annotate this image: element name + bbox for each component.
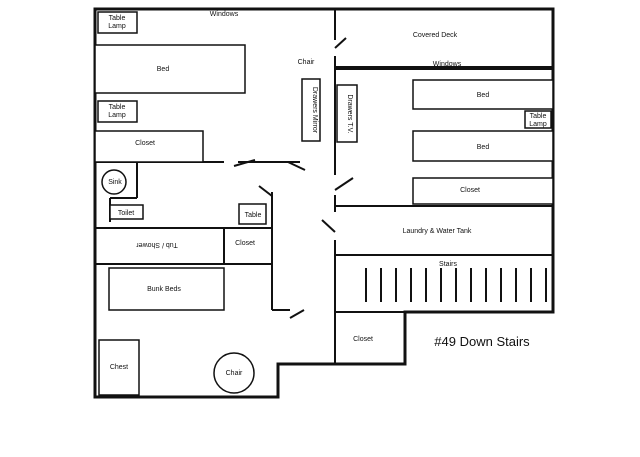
label: Tub / Shower (136, 241, 178, 248)
label: Laundry & Water Tank (403, 228, 472, 235)
bed-right-top (412, 79, 554, 110)
door-swing (334, 37, 347, 49)
label: Chest (110, 364, 128, 371)
table (238, 203, 267, 225)
door-swing (258, 185, 273, 197)
closet-left (94, 130, 204, 163)
closet-right (412, 177, 554, 205)
label: Bunk Beds (147, 286, 181, 293)
label: Chair (226, 370, 243, 377)
table-lamp-mid (97, 100, 138, 123)
table-lamp-right (524, 110, 552, 129)
label: Covered Deck (413, 32, 458, 39)
label: Bed (477, 92, 490, 99)
label: Windows (210, 11, 239, 18)
door-swing (334, 177, 354, 191)
drawers-mirror (301, 78, 321, 142)
label: Windows (433, 61, 462, 68)
label: Closet (353, 336, 373, 343)
plan-title: #49 Down Stairs (434, 334, 530, 349)
label: Bed (477, 144, 490, 151)
toilet (109, 204, 144, 220)
bed-left (94, 44, 246, 94)
label: Sink (108, 179, 122, 186)
chest (98, 339, 140, 396)
sink (101, 169, 127, 195)
outer-wall (93, 7, 555, 399)
chair-bottom (213, 352, 255, 394)
label: Toilet (118, 210, 134, 217)
door-swing (321, 219, 336, 233)
label: Bed (157, 66, 170, 73)
door-swing (289, 309, 305, 319)
label: Table (245, 212, 262, 219)
label: Stairs (439, 261, 457, 268)
label: Drawers Mirror (311, 87, 318, 134)
label: Closet (235, 240, 255, 247)
table-lamp-top (97, 11, 138, 34)
bed-right-mid (412, 130, 554, 162)
label: Drawers T.V. (346, 94, 353, 133)
drawers-tv (336, 84, 358, 143)
label: Closet (460, 187, 480, 194)
label: Chair (298, 59, 315, 66)
bunk-beds (108, 267, 225, 311)
label: Closet (135, 140, 155, 147)
door-swing (287, 161, 306, 171)
stairs-treads (365, 268, 547, 302)
door-swing (233, 159, 256, 167)
